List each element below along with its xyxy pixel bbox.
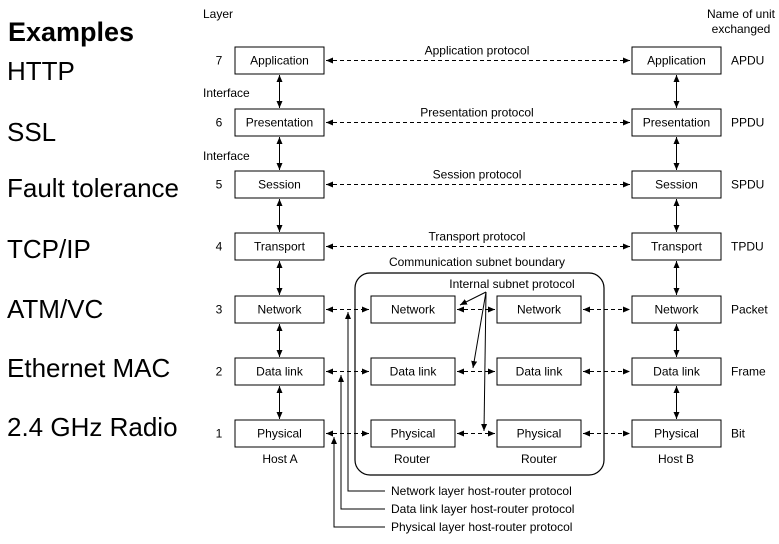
- host-b-layer-4-box: [631, 232, 722, 261]
- layer-7-unit: APDU: [731, 54, 764, 68]
- router-2-physical-label: Physical: [517, 427, 562, 441]
- physical-host-router-protocol: Physical layer host-router protocol: [391, 520, 572, 534]
- layer-5-protocol-label: Session protocol: [433, 168, 522, 182]
- host-b-layer-1-label: Physical: [654, 427, 699, 441]
- layer-4-protocol-label: Transport protocol: [429, 230, 526, 244]
- layer-2-number: 2: [216, 365, 223, 379]
- router-1-physical-box: [370, 419, 456, 448]
- router-1-data-link-label: Data link: [390, 365, 438, 379]
- host-a-layer-7-label: Application: [250, 54, 309, 68]
- layer-4-unit: TPDU: [731, 240, 764, 254]
- host-a-label: Host A: [262, 452, 297, 466]
- example-item: 2.4 GHz Radio: [7, 412, 178, 442]
- router-2-physical-box: [496, 419, 582, 448]
- router-2-network-label: Network: [517, 303, 562, 317]
- host-b-layer-6-label: Presentation: [643, 116, 710, 130]
- host-a-layer-6-box: [234, 108, 325, 137]
- host-a-layer-4-label: Transport: [254, 240, 306, 254]
- layer-7-number: 7: [216, 54, 223, 68]
- unit-header-line1: Name of unit: [707, 7, 776, 21]
- host-a-layer-3-label: Network: [257, 303, 302, 317]
- internal-subnet-protocol-label: Internal subnet protocol: [449, 277, 574, 291]
- interface-label: Interface: [203, 149, 250, 163]
- layer-6-number: 6: [216, 116, 223, 130]
- host-a-layer-5-label: Session: [258, 178, 301, 192]
- host-b-layer-2-box: [631, 357, 722, 386]
- example-item: HTTP: [7, 56, 75, 86]
- host-a-layer-5-box: [234, 170, 325, 199]
- example-item: ATM/VC: [7, 294, 103, 324]
- host-b-layer-1-box: [631, 419, 722, 448]
- examples-heading: Examples: [8, 17, 134, 47]
- host-b-layer-6-box: [631, 108, 722, 137]
- router-1-network-box: [370, 295, 456, 324]
- layer-7-protocol-label: Application protocol: [425, 44, 530, 58]
- layer-2-unit: Frame: [731, 365, 766, 379]
- host-a-layer-1-box: [234, 419, 325, 448]
- host-b-layer-7-label: Application: [647, 54, 706, 68]
- example-item: Ethernet MAC: [7, 353, 170, 383]
- layer-3-number: 3: [216, 303, 223, 317]
- layer-header: Layer: [203, 7, 233, 21]
- host-b-layer-5-box: [631, 170, 722, 199]
- example-item: SSL: [7, 117, 56, 147]
- router-label-right: Router: [521, 452, 557, 466]
- layer-3-unit: Packet: [731, 303, 768, 317]
- layer-5-unit: SPDU: [731, 178, 764, 192]
- host-b-layer-3-label: Network: [654, 303, 699, 317]
- router-label-left: Router: [394, 452, 430, 466]
- router-1-network-label: Network: [391, 303, 436, 317]
- subnet-boundary-label: Communication subnet boundary: [389, 255, 565, 269]
- host-b-layer-5-label: Session: [655, 178, 698, 192]
- example-item: TCP/IP: [7, 234, 91, 264]
- layer-4-number: 4: [216, 240, 223, 254]
- router-2-data-link-label: Data link: [516, 365, 564, 379]
- host-a-layer-3-box: [234, 295, 325, 324]
- router-1-data-link-box: [370, 357, 456, 386]
- host-b-layer-4-label: Transport: [651, 240, 703, 254]
- router-1-physical-label: Physical: [391, 427, 436, 441]
- datalink-host-router-protocol: Data link layer host-router protocol: [391, 502, 574, 516]
- unit-header-line2: exchanged: [712, 22, 771, 36]
- layer-1-unit: Bit: [731, 427, 746, 441]
- host-a-layer-6-label: Presentation: [246, 116, 313, 130]
- layer-6-protocol-label: Presentation protocol: [420, 106, 533, 120]
- host-a-layer-7-box: [234, 46, 325, 75]
- host-b-layer-7-box: [631, 46, 722, 75]
- example-item: Fault tolerance: [7, 173, 179, 203]
- host-b-layer-2-label: Data link: [653, 365, 701, 379]
- network-host-router-protocol: Network layer host-router protocol: [391, 484, 572, 498]
- host-a-layer-1-label: Physical: [257, 427, 302, 441]
- host-b-label: Host B: [658, 452, 694, 466]
- host-a-layer-2-label: Data link: [256, 365, 304, 379]
- router-2-network-box: [496, 295, 582, 324]
- host-a-layer-2-box: [234, 357, 325, 386]
- host-a-layer-4-box: [234, 232, 325, 261]
- host-b-layer-3-box: [631, 295, 722, 324]
- layer-6-unit: PPDU: [731, 116, 764, 130]
- layer-1-number: 1: [216, 427, 223, 441]
- router-2-data-link-box: [496, 357, 582, 386]
- layer-5-number: 5: [216, 178, 223, 192]
- interface-label: Interface: [203, 86, 250, 100]
